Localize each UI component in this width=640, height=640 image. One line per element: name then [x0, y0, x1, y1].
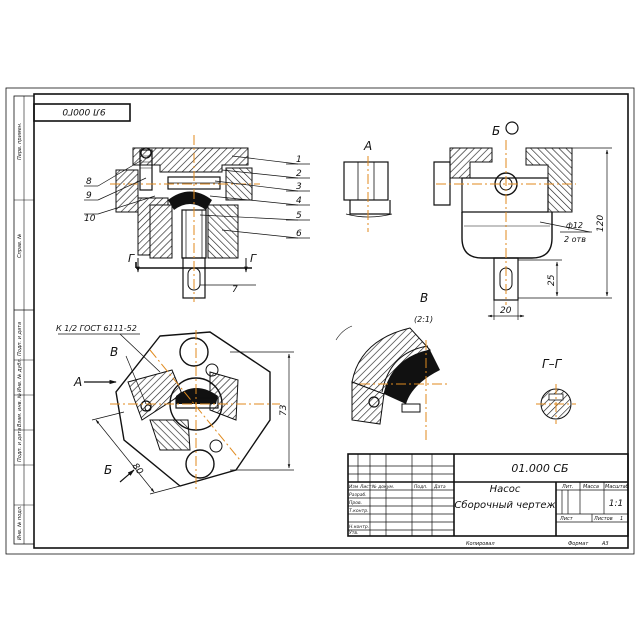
part-number-7: 7: [232, 285, 238, 295]
tb-lit-label: Лит.: [561, 484, 574, 490]
section-gg: Г–Г: [536, 357, 576, 424]
tb-row-razrab: Разраб.: [349, 492, 367, 498]
part-number-3: 3: [296, 182, 302, 192]
section-label-g-right: Г: [250, 252, 257, 265]
strip-label-7: Инв. № подл.: [17, 506, 23, 541]
part-number-10: 10: [84, 214, 96, 224]
tb-col-doc: № докум.: [371, 484, 394, 490]
tb-copied: Копировал: [466, 541, 495, 547]
corner-code: 9Л 000Г0: [62, 106, 106, 116]
part-number-8: 8: [86, 177, 92, 187]
part-number-2: 2: [296, 169, 302, 179]
strip-label-6: Подп. и дата: [17, 428, 23, 462]
view-b-side: Б 120 25 20 ф12 2 отв: [433, 121, 612, 320]
standard-note: К 1/2 ГОСТ 6111-52: [56, 324, 137, 333]
tb-col-izm: Изм: [349, 484, 359, 490]
tb-row-utv: Утв.: [349, 530, 358, 536]
tb-sheets-value: 1: [620, 516, 623, 522]
tb-row-tkontr: Т.контр.: [349, 508, 369, 514]
dim-w20: 20: [500, 306, 512, 316]
view-a: А: [343, 139, 393, 232]
dim-two-holes: 2 отв: [564, 235, 586, 244]
detail-v-label: В: [420, 291, 428, 305]
tb-col-sign: Подп.: [414, 484, 428, 490]
part-number-4: 4: [296, 196, 302, 206]
strip-label-4: Инв. № дубл.: [17, 358, 23, 392]
tb-scale-label: Масштаб: [605, 484, 629, 490]
plan-label-a: А: [73, 375, 82, 389]
tb-sheets-label: Листов: [593, 516, 613, 522]
plan-label-v: В: [110, 345, 118, 359]
dim-d80: 80: [130, 462, 145, 477]
plan-label-b: Б: [104, 463, 112, 477]
title-name-1: Насос: [490, 484, 521, 495]
left-strip: Перв. примен. Справ. № Подп. и дата Инв.…: [13, 95, 35, 545]
tb-mass-label: Масса: [583, 484, 599, 490]
title-name-2: Сборочный чертеж: [454, 499, 555, 511]
tb-col-date: Дата: [433, 484, 446, 490]
part-number-5: 5: [296, 211, 302, 221]
strip-label-5: Взам. инв. №: [17, 393, 23, 427]
tb-sheet-label: Лист: [559, 516, 574, 522]
tb-format-value: А3: [601, 541, 609, 547]
corner-code-box: 9Л 000Г0: [33, 103, 131, 122]
dim-d73: 73: [279, 404, 289, 416]
part-leaders: 1 2 3 4 5 6 7 8 9 10: [84, 155, 310, 295]
section-label-g-left: Г: [128, 252, 135, 265]
view-b-label: Б: [492, 124, 500, 138]
section-gg-label: Г–Г: [542, 357, 563, 371]
part-number-1: 1: [296, 155, 302, 165]
plan-view: А Б В К 1/2 ГОСТ 6111-52 73 80: [56, 324, 294, 495]
detail-scale-note: (2:1): [414, 315, 433, 324]
tb-col-list: Лист: [359, 484, 372, 490]
strip-label-2: Справ. №: [17, 234, 23, 258]
title-designation: 01.000 СБ: [511, 462, 568, 475]
sheet-edge: [5, 87, 635, 555]
tb-format: Формат: [568, 541, 589, 547]
tb-row-prov: Пров.: [349, 500, 362, 506]
tb-row-nkontr: Н.контр.: [349, 524, 369, 530]
strip-label-3: Подп. и дата: [17, 322, 23, 356]
detail-view-v: В (2:1): [335, 291, 450, 440]
dim-h120: 120: [596, 215, 606, 232]
dim-h25: 25: [547, 274, 557, 286]
tb-scale-value: 1:1: [609, 499, 623, 509]
part-number-9: 9: [86, 191, 92, 201]
main-section-view: Г Г: [110, 135, 260, 302]
part-number-6: 6: [296, 229, 302, 239]
dim-d12: ф12: [566, 221, 583, 230]
title-block: 01.000 СБ Насос Сборочный чертеж Изм Лис…: [347, 453, 629, 547]
view-a-label: А: [363, 139, 372, 153]
strip-label-1: Перв. примен.: [17, 122, 23, 160]
